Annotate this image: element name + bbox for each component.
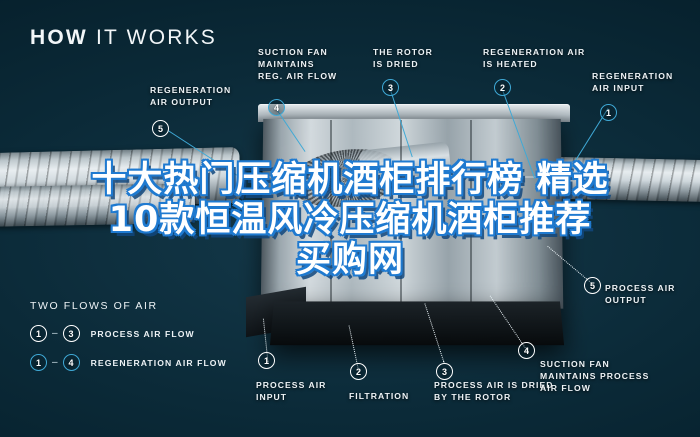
- callout-label-reg-air-heated: REGENERATION AIR IS HEATED: [483, 47, 586, 70]
- callout-label-process-air-dried: PROCESS AIR IS DRIED BY THE ROTOR: [434, 380, 554, 403]
- overlay-headline: 十大热门压缩机酒柜排行榜 精选10款恒温风冷压缩机酒柜推荐 买购网: [91, 160, 609, 280]
- cabinet-seam: [470, 120, 472, 308]
- callout-marker-4-bottom[interactable]: 4: [518, 342, 535, 359]
- callout-marker-2-bottom[interactable]: 2: [350, 363, 367, 380]
- page-title: HOW IT WORKS: [30, 26, 217, 50]
- legend-row-process-air: 1 – 3 PROCESS AIR FLOW: [30, 325, 227, 342]
- callout-label-process-air-output: PROCESS AIR OUTPUT: [605, 283, 676, 306]
- callout-marker-2-top[interactable]: 2: [494, 79, 511, 96]
- legend-marker-1-regeneration[interactable]: 1: [30, 354, 47, 371]
- legend: TWO FLOWS OF AIR 1 – 3 PROCESS AIR FLOW …: [30, 300, 227, 383]
- cabinet-top-panel: [258, 104, 570, 122]
- callout-marker-3-top[interactable]: 3: [382, 79, 399, 96]
- legend-row-regeneration-air: 1 – 4 REGENERATION AIR FLOW: [30, 354, 227, 371]
- legend-marker-4-regeneration[interactable]: 4: [62, 354, 80, 371]
- callout-label-process-air-input: PROCESS AIR INPUT: [256, 380, 327, 403]
- callout-marker-4-top[interactable]: 4: [268, 99, 285, 116]
- page-title-light: IT WORKS: [87, 26, 218, 49]
- cabinet-seam: [330, 120, 332, 308]
- page-title-bold: HOW: [30, 26, 88, 49]
- callout-label-reg-air-input: REGENERATION AIR INPUT: [592, 71, 674, 94]
- callout-label-suction-fan-process: SUCTION FAN MAINTAINS PROCESS AIR FLOW: [540, 359, 650, 394]
- legend-dash: –: [52, 357, 58, 368]
- legend-dash: –: [52, 328, 58, 339]
- legend-marker-3-process[interactable]: 3: [62, 325, 80, 342]
- cabinet-seam: [262, 176, 562, 178]
- legend-label-regeneration-air-flow: REGENERATION AIR FLOW: [90, 357, 227, 368]
- callout-label-suction-fan-reg: SUCTION FAN MAINTAINS REG. AIR FLOW: [258, 47, 338, 82]
- callout-marker-5-top[interactable]: 5: [152, 120, 169, 137]
- callout-marker-1-bottom[interactable]: 1: [258, 352, 275, 369]
- legend-heading: TWO FLOWS OF AIR: [30, 300, 158, 312]
- callout-label-rotor-dried: THE ROTOR IS DRIED: [373, 47, 433, 70]
- callout-marker-5-bottom[interactable]: 5: [584, 277, 601, 294]
- callout-marker-1-top[interactable]: 1: [600, 104, 617, 121]
- cabinet-seam: [400, 120, 402, 308]
- callout-label-filtration: FILTRATION: [349, 391, 410, 401]
- legend-label-process-air-flow: PROCESS AIR FLOW: [90, 328, 195, 339]
- callout-marker-3-bottom[interactable]: 3: [436, 363, 453, 380]
- callout-label-reg-air-output: REGENERATION AIR OUTPUT: [150, 85, 232, 108]
- legend-marker-1-process[interactable]: 1: [30, 325, 47, 342]
